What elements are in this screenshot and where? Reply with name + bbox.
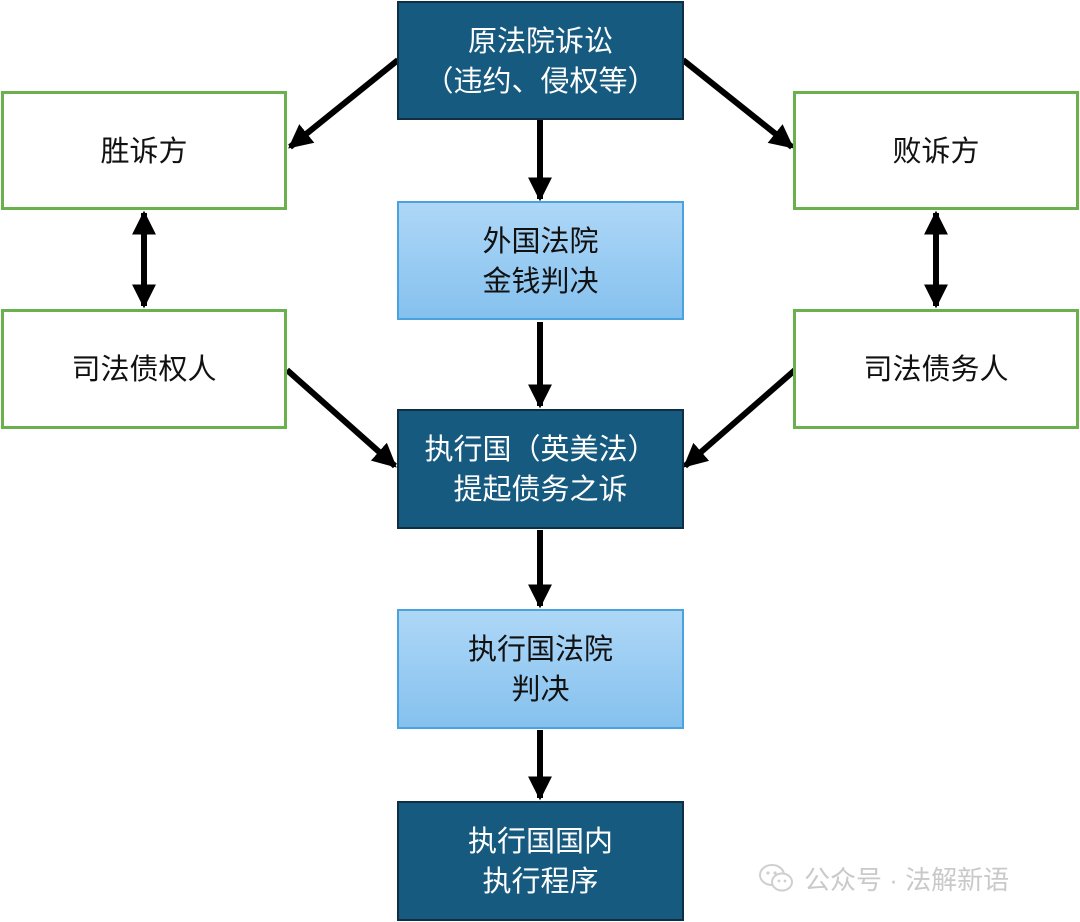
node-origin-court-line2: （违约、侵权等）: [424, 63, 657, 98]
node-losing-party: 败诉方: [793, 91, 1079, 210]
node-origin-court-line1: 原法院诉讼: [467, 23, 613, 58]
node-judicial-creditor-label: 司法债权人: [71, 352, 217, 386]
wechat-icon: [759, 864, 793, 892]
node-enforcing-judgment-line1: 执行国法院: [467, 632, 613, 666]
watermark-text: 公众号 · 法解新语: [804, 864, 1010, 895]
node-domestic-execution: 执行国国内 执行程序: [397, 801, 684, 921]
node-winning-party-label: 胜诉方: [100, 133, 188, 168]
node-origin-court: 原法院诉讼 （违约、侵权等）: [397, 1, 684, 120]
node-foreign-judgment: 外国法院 金钱判决: [397, 201, 684, 320]
node-winning-party: 胜诉方: [1, 91, 287, 210]
watermark: 公众号 · 法解新语: [758, 858, 1009, 898]
node-debt-action-line2: 提起债务之诉: [453, 472, 628, 506]
node-enforcing-judgment-line2: 判决: [511, 672, 570, 706]
arrow-origin-to-loser: [681, 57, 794, 150]
node-judicial-debtor-label: 司法债务人: [863, 352, 1009, 386]
node-domestic-execution-line2: 执行程序: [482, 864, 599, 898]
node-debt-action: 执行国（英美法） 提起债务之诉: [397, 409, 684, 529]
node-debt-action-line1: 执行国（英美法）: [424, 432, 657, 466]
node-domestic-execution-line1: 执行国国内: [467, 824, 613, 858]
node-losing-party-label: 败诉方: [892, 133, 980, 168]
node-enforcing-judgment: 执行国法院 判决: [397, 609, 684, 729]
node-foreign-judgment-line2: 金钱判决: [482, 263, 599, 298]
node-judicial-debtor: 司法债务人: [793, 309, 1079, 429]
arrow-origin-to-winner: [288, 57, 400, 150]
arrow-creditor-to-debt-action: [285, 367, 397, 469]
node-foreign-judgment-line1: 外国法院: [482, 223, 599, 258]
arrow-debtor-to-debt-action: [683, 367, 797, 469]
node-judicial-creditor: 司法债权人: [1, 309, 287, 429]
